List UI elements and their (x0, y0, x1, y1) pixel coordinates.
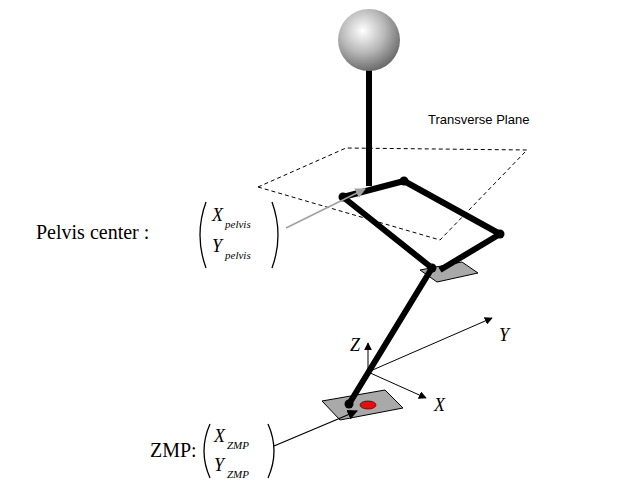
axis-label: Y (499, 326, 509, 344)
pelvis-pointer (286, 189, 365, 228)
vector-component: Y (214, 456, 224, 474)
subscript: pelvis (225, 219, 251, 230)
back-foot-plate (322, 390, 403, 420)
subscript: pelvis (225, 250, 251, 261)
pelvis-label: Pelvis center : (36, 222, 149, 242)
ankle-joint (345, 400, 354, 409)
hip-joint (400, 177, 409, 186)
subscript: ZMP (227, 469, 249, 480)
zmp-pointer (274, 411, 357, 446)
vector-bracket (268, 424, 274, 478)
zmp-point (360, 401, 376, 409)
vector-bracket (200, 202, 206, 268)
axis-label: Z (350, 336, 360, 354)
knee-joint (428, 264, 437, 273)
y-axis (368, 318, 492, 372)
axis-label: X (434, 396, 445, 414)
vector-component: X (214, 427, 225, 445)
z-axis (368, 343, 369, 372)
head-sphere (338, 9, 400, 71)
torso (366, 70, 372, 186)
vector-bracket (272, 202, 278, 268)
plane-label: Transverse Plane (428, 113, 529, 126)
knee-joint (496, 230, 505, 239)
vector-component: Y (212, 237, 222, 255)
x-axis (368, 372, 426, 398)
vector-bracket (204, 424, 210, 478)
vector-component: X (212, 206, 223, 224)
stance-leg (343, 197, 432, 404)
zmp-label: ZMP: (150, 440, 197, 460)
subscript: ZMP (227, 440, 249, 451)
